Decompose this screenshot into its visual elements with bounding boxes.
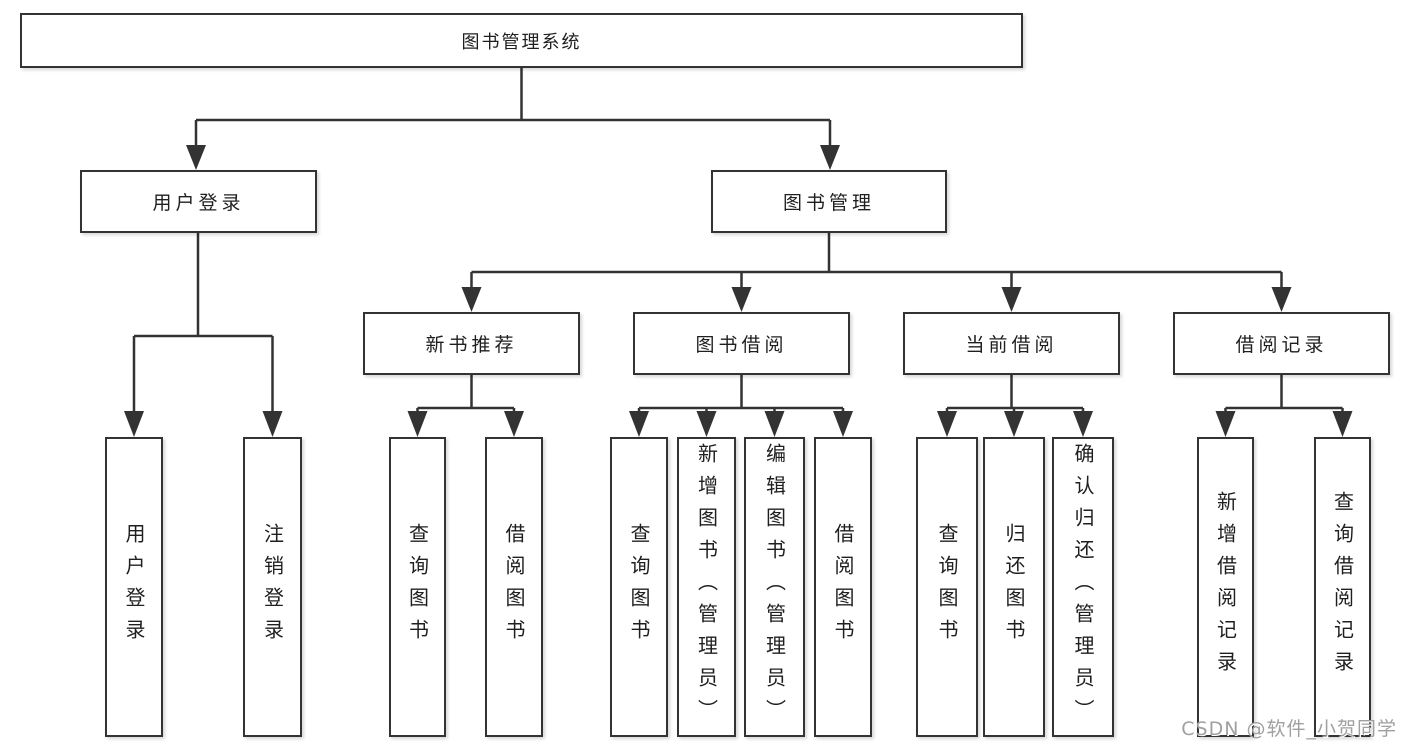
leaf-current-query-books: 查询图书: [916, 437, 978, 737]
arrowhead: [696, 411, 717, 437]
node-new-book-recommend: 新书推荐: [363, 312, 580, 375]
arrowhead: [262, 411, 283, 437]
connector-borrow-records-branch: [1215, 375, 1353, 437]
node-root-system-label: 图书管理系统: [461, 31, 582, 53]
arrowhead: [407, 411, 428, 437]
leaf-add-borrow-record-label: 新增借阅记录: [1213, 491, 1238, 683]
leaf-recommend-query-books: 查询图书: [389, 437, 446, 737]
node-borrow-records: 借阅记录: [1173, 312, 1390, 375]
leaf-borrow-books-label: 借阅图书: [831, 523, 855, 651]
leaf-confirm-return-admin: 确认归还（管理员）: [1052, 437, 1114, 737]
connector-user-login-branch: [124, 233, 283, 437]
leaf-return-books-label: 归还图书: [1002, 523, 1026, 651]
leaf-logout: 注销登录: [243, 437, 302, 737]
arrowhead: [764, 411, 785, 437]
leaf-borrow-query-books: 查询图书: [610, 437, 668, 737]
node-new-book-recommend-label: 新书推荐: [425, 334, 518, 356]
leaf-add-borrow-record: 新增借阅记录: [1197, 437, 1254, 737]
leaf-logout-label: 注销登录: [260, 523, 285, 651]
leaf-add-books-admin: 新增图书（管理员）: [677, 437, 736, 737]
leaf-current-query-books-label: 查询图书: [935, 523, 959, 651]
leaf-user-login-label: 用户登录: [122, 523, 146, 651]
node-book-management-branch: 图书管理: [711, 170, 947, 233]
node-book-management-branch-label: 图书管理: [782, 192, 875, 214]
node-book-borrow: 图书借阅: [633, 312, 850, 375]
node-current-borrow-label: 当前借阅: [965, 334, 1058, 356]
leaf-recommend-borrow-books: 借阅图书: [485, 437, 543, 737]
arrowhead: [1215, 411, 1236, 437]
arrowhead: [1271, 287, 1292, 312]
leaf-recommend-query-books-label: 查询图书: [405, 523, 430, 651]
connector-book-management-branch: [461, 233, 1292, 312]
arrowhead: [820, 145, 840, 170]
arrowhead: [629, 411, 649, 437]
arrowhead: [124, 411, 144, 437]
leaf-user-login: 用户登录: [105, 437, 163, 737]
leaf-query-borrow-record: 查询借阅记录: [1314, 437, 1371, 737]
leaf-add-books-admin-label: 新增图书（管理员）: [694, 443, 719, 731]
node-current-borrow: 当前借阅: [903, 312, 1120, 375]
arrowhead: [1332, 411, 1353, 437]
arrowhead: [1073, 411, 1093, 437]
node-user-login-branch: 用户登录: [80, 170, 317, 233]
arrowhead: [186, 145, 206, 170]
arrowhead: [937, 411, 957, 437]
leaf-borrow-query-books-label: 查询图书: [627, 523, 651, 651]
connector-new-book-branch: [407, 375, 524, 437]
arrowhead: [833, 411, 853, 437]
connector-root-to-branches: [186, 68, 840, 170]
leaf-recommend-borrow-books-label: 借阅图书: [502, 523, 526, 651]
arrowhead: [1004, 411, 1024, 437]
leaf-query-borrow-record-label: 查询借阅记录: [1330, 491, 1355, 683]
leaf-borrow-books: 借阅图书: [814, 437, 872, 737]
leaf-edit-books-admin-label: 编辑图书（管理员）: [762, 443, 787, 731]
leaf-return-books: 归还图书: [983, 437, 1045, 737]
arrowhead: [461, 287, 482, 312]
connector-book-borrow-branch: [629, 375, 853, 437]
connector-current-borrow-branch: [937, 375, 1093, 437]
arrowhead: [504, 411, 524, 437]
arrowhead: [731, 287, 752, 312]
node-root-system: 图书管理系统: [20, 13, 1023, 68]
leaf-confirm-return-admin-label: 确认归还（管理员）: [1071, 443, 1095, 731]
arrowhead: [1001, 287, 1022, 312]
node-book-borrow-label: 图书借阅: [695, 334, 788, 356]
csdn-watermark: CSDN @软件_小贺同学: [1181, 718, 1397, 740]
leaf-edit-books-admin: 编辑图书（管理员）: [744, 437, 805, 737]
node-borrow-records-label: 借阅记录: [1235, 334, 1328, 356]
node-user-login-branch-label: 用户登录: [152, 192, 245, 214]
